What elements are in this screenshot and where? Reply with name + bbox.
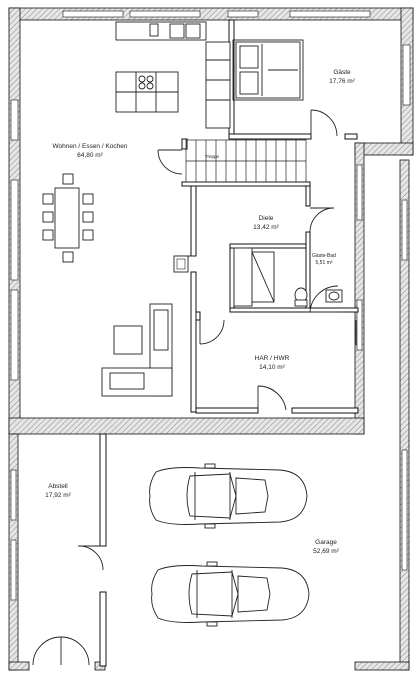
windows (10, 10, 411, 601)
room-area: 17,92 m² (45, 492, 71, 499)
stair-label: Treppe (205, 154, 220, 159)
room-name: Abstell (48, 483, 68, 490)
dining-table-icon (42, 173, 94, 263)
room-har-hwr: HAR / HWR 14,10 m² (255, 355, 290, 371)
car-icon-2 (151, 561, 310, 627)
room-area: 64,80 m² (77, 152, 103, 159)
room-name: Wohnen / Essen / Kochen (52, 143, 127, 150)
room-name: Gäste-Bad (312, 253, 336, 259)
shower-icon (233, 247, 275, 307)
room-wohnen: Wohnen / Essen / Kochen 64,80 m² (52, 143, 127, 159)
room-area: 17,76 m² (329, 78, 355, 85)
doors (32, 109, 357, 666)
sink-icon (325, 289, 343, 303)
kitchen-counter (115, 21, 231, 129)
toilet-icon (294, 287, 308, 307)
room-name: Garage (315, 539, 337, 546)
room-gaeste-bad: Gäste-Bad 5,51 m² (312, 253, 336, 266)
room-gaeste: Gäste 17,76 m² (329, 69, 355, 85)
hob-icon (115, 71, 179, 113)
stair (185, 139, 307, 183)
room-diele: Diele 13,42 m² (253, 215, 279, 231)
sofa-icon (101, 303, 173, 397)
car-icon (149, 463, 308, 529)
room-area: 14,10 m² (259, 364, 285, 371)
room-name: Gäste (333, 69, 351, 76)
bed-icon (232, 39, 304, 101)
room-abstell: Abstell 17,92 m² (45, 483, 71, 499)
room-area: 13,42 m² (253, 224, 279, 231)
room-name: HAR / HWR (255, 355, 290, 362)
room-name: Diele (259, 215, 274, 222)
room-area: 5,51 m² (316, 260, 333, 266)
room-area: 52,69 m² (313, 548, 339, 555)
room-garage: Garage 52,69 m² (313, 539, 339, 555)
